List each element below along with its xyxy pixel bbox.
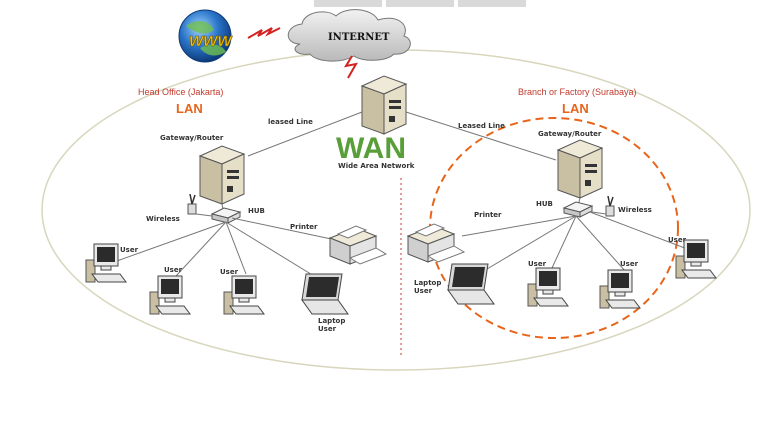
globe-icon: WWW	[178, 9, 234, 63]
internet-cloud-icon: INTERNET	[287, 9, 411, 62]
right-user-2-label: User	[620, 260, 639, 268]
right-hub-icon	[563, 201, 593, 218]
branch-lan-label: LAN	[562, 101, 589, 116]
left-user-pc-2-icon	[149, 275, 191, 315]
left-laptop-icon	[301, 273, 349, 315]
right-user-3-label: User	[668, 236, 687, 244]
left-hub-icon	[211, 207, 241, 224]
left-wireless-ap-icon	[187, 193, 197, 215]
left-gateway-label: Gateway/Router	[160, 134, 224, 142]
right-wireless-ap-icon	[605, 195, 615, 217]
right-wireless-label: Wireless	[618, 206, 652, 214]
left-user-2-label: User	[164, 266, 183, 274]
internet-uplink-icon	[343, 55, 358, 79]
left-user-1-label: User	[120, 246, 139, 254]
left-user-pc-3-icon	[223, 275, 265, 315]
head-office-heading: Head Office (Jakarta)	[138, 87, 223, 97]
right-user-pc-2-icon	[599, 269, 641, 309]
wan-server-icon	[361, 75, 407, 135]
leased-line-right-label: Leased Line	[458, 122, 505, 130]
wan-title: WAN	[336, 132, 406, 165]
right-laptop-icon	[447, 263, 495, 305]
left-user-3-label: User	[220, 268, 239, 276]
internet-label: INTERNET	[328, 32, 390, 43]
right-gateway-router-icon	[557, 139, 603, 199]
right-hub-label: HUB	[536, 200, 553, 208]
right-printer-label: Printer	[474, 211, 502, 219]
head-office-lan-label: LAN	[176, 101, 203, 116]
right-user-pc-3-icon	[675, 239, 717, 279]
right-user-pc-1-icon	[527, 267, 569, 307]
branch-heading: Branch or Factory (Surabaya)	[518, 87, 637, 97]
right-gateway-label: Gateway/Router	[538, 130, 602, 138]
left-gateway-router-icon	[199, 145, 245, 205]
right-user-1-label: User	[528, 260, 547, 268]
left-wireless-label: Wireless	[146, 215, 180, 223]
left-printer-icon	[329, 225, 387, 265]
leased-line-left-label: leased Line	[268, 118, 313, 126]
top-bar-decoration	[314, 0, 526, 7]
lightning-link-icon	[247, 27, 281, 39]
www-label: WWW	[189, 33, 233, 50]
left-hub-label: HUB	[248, 207, 265, 215]
wan-subtitle: Wide Area Network	[338, 162, 415, 170]
right-printer-icon	[407, 223, 465, 263]
left-printer-label: Printer	[290, 223, 318, 231]
